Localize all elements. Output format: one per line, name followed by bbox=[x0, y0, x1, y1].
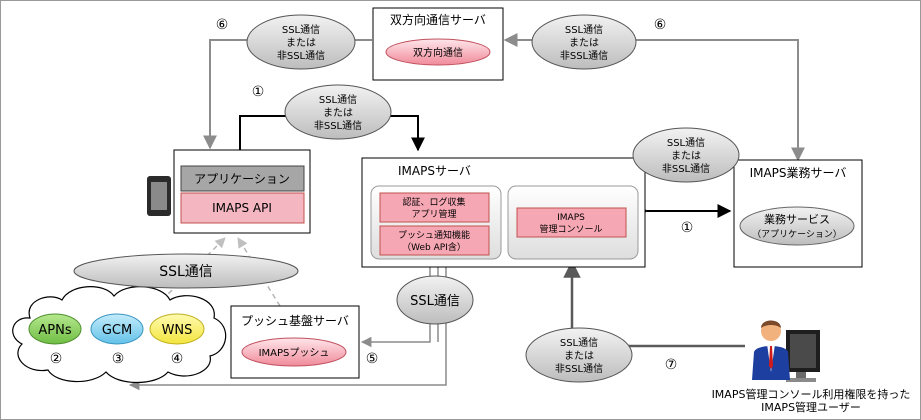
wns-label: WNS bbox=[162, 323, 193, 338]
business-server: IMAPS業務サーバ 業務サービス （アプリケーション） bbox=[733, 159, 863, 268]
svg-text:SSL通信: SSL通信 bbox=[159, 264, 213, 280]
marker-6-left: ⑥ bbox=[216, 17, 229, 33]
svg-text:または: または bbox=[671, 150, 701, 162]
svg-text:非SSL通信: 非SSL通信 bbox=[662, 163, 710, 175]
svg-text:非SSL通信: 非SSL通信 bbox=[314, 120, 362, 132]
console-line1: IMAPS bbox=[557, 213, 585, 223]
marker-1-business: ① bbox=[681, 220, 694, 236]
imaps-server: IMAPSサーバ 認証、ログ収集 アプリ管理 プッシュ通知機能 （Web API… bbox=[361, 157, 646, 268]
svg-text:非SSL通信: 非SSL通信 bbox=[555, 363, 603, 375]
gcm-label: GCM bbox=[102, 323, 132, 338]
business-service-line2: （アプリケーション） bbox=[752, 229, 842, 240]
conn-ellipse-user: SSL通信 または 非SSL通信 bbox=[525, 327, 633, 383]
svg-text:SSL通信: SSL通信 bbox=[282, 24, 320, 36]
svg-text:または: または bbox=[564, 350, 594, 362]
bidirectional-label: 双方向通信 bbox=[413, 46, 463, 59]
console-line2: 管理コンソール bbox=[539, 223, 602, 235]
imaps-server-title: IMAPSサーバ bbox=[398, 164, 471, 178]
conn-ellipse-top-left: SSL通信 または 非SSL通信 bbox=[246, 14, 356, 70]
marker-2: ② bbox=[50, 351, 63, 367]
bidirectional-server: 双方向通信サーバ 双方向通信 bbox=[372, 7, 504, 81]
push-function-line2: （Web API含） bbox=[402, 241, 466, 253]
svg-text:SSL通信: SSL通信 bbox=[565, 24, 603, 36]
conn-ellipse-app-imaps: SSL通信 または 非SSL通信 bbox=[284, 84, 392, 140]
conn-ellipse-top-right: SSL通信 または 非SSL通信 bbox=[531, 14, 637, 70]
application-label: アプリケーション bbox=[194, 172, 290, 186]
marker-6-right: ⑥ bbox=[654, 17, 667, 33]
svg-text:または: または bbox=[286, 37, 316, 49]
application-box: アプリケーション IMAPS API bbox=[173, 149, 311, 234]
conn-ellipse-imaps-business: SSL通信 または 非SSL通信 bbox=[632, 127, 740, 183]
admin-user-caption-line2: IMAPS管理ユーザー bbox=[761, 400, 861, 414]
svg-text:SSL通信: SSL通信 bbox=[560, 337, 598, 349]
auth-log-line1: 認証、ログ収集 bbox=[402, 196, 465, 208]
svg-text:非SSL通信: 非SSL通信 bbox=[277, 50, 325, 62]
auth-log-line2: アプリ管理 bbox=[411, 208, 456, 220]
svg-text:SSL通信: SSL通信 bbox=[667, 137, 705, 149]
business-server-title: IMAPS業務サーバ bbox=[750, 166, 847, 180]
mobile-device-icon bbox=[147, 176, 171, 216]
marker-4: ④ bbox=[171, 351, 184, 367]
push-base-server: プッシュ基盤サーバ IMAPSプッシュ bbox=[230, 305, 360, 379]
marker-3: ③ bbox=[112, 351, 125, 367]
imaps-api-label: IMAPS API bbox=[212, 201, 272, 215]
svg-text:SSL通信: SSL通信 bbox=[410, 294, 460, 309]
svg-text:非SSL通信: 非SSL通信 bbox=[560, 50, 608, 62]
svg-text:または: または bbox=[569, 37, 599, 49]
conn-ellipse-ssl-push: SSL通信 bbox=[396, 275, 474, 325]
admin-user-caption-line1: IMAPS管理コンソール利用権限を持った bbox=[712, 387, 911, 401]
push-services-cloud: APNs GCM WNS bbox=[12, 286, 227, 383]
connector-cloud-to-api-dashed bbox=[161, 237, 226, 301]
marker-1-app: ① bbox=[252, 84, 265, 100]
push-function-line1: プッシュ通知機能 bbox=[398, 229, 470, 241]
svg-text:または: または bbox=[323, 107, 353, 119]
apns-label: APNs bbox=[38, 323, 71, 338]
conn-ellipse-ssl-device: SSL通信 bbox=[73, 253, 299, 289]
push-base-server-title: プッシュ基盤サーバ bbox=[241, 314, 349, 328]
marker-5: ⑤ bbox=[366, 351, 379, 367]
svg-text:SSL通信: SSL通信 bbox=[319, 94, 357, 106]
imaps-push-label: IMAPSプッシュ bbox=[259, 347, 330, 359]
marker-7: ⑦ bbox=[665, 357, 678, 373]
business-service-line1: 業務サービス bbox=[764, 212, 830, 226]
bidirectional-server-title: 双方向通信サーバ bbox=[390, 12, 486, 27]
admin-user-icon bbox=[752, 320, 820, 382]
